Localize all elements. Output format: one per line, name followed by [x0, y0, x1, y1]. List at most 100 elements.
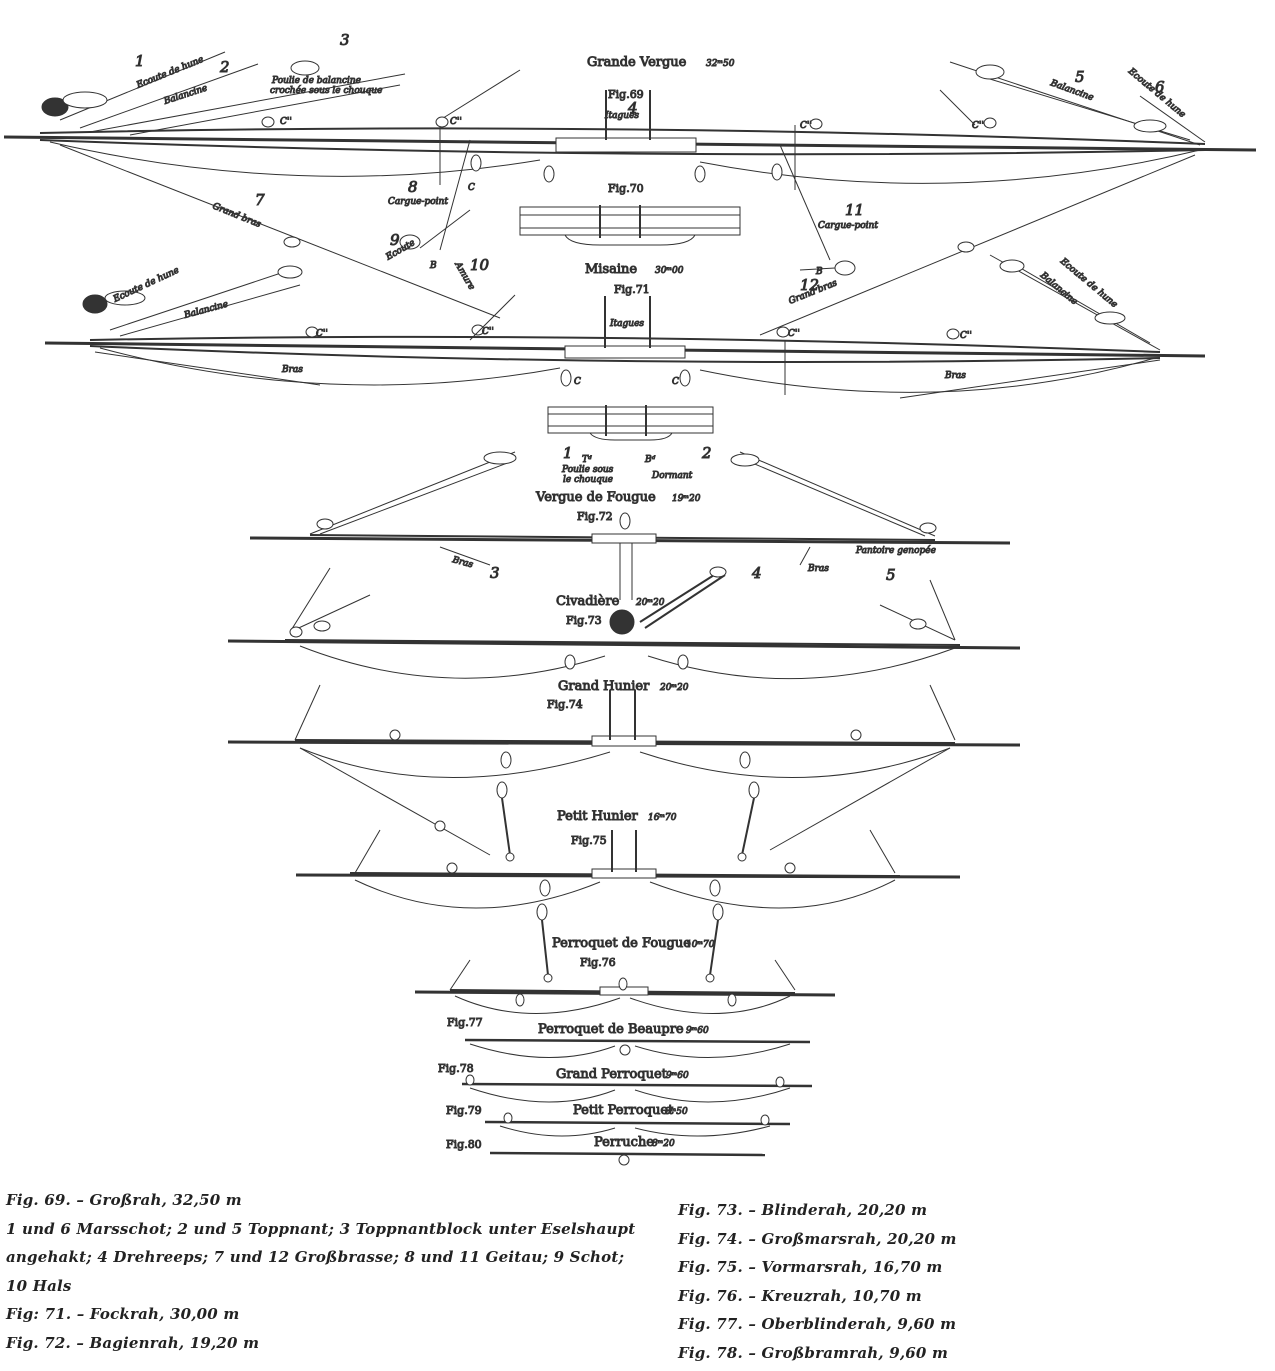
block-label-c: C'' [482, 327, 494, 337]
detail-fig-70 [519, 205, 741, 246]
caption-line: Fig. 75. – Vormarsrah, 16,70 m [678, 1258, 943, 1276]
callout-7: 7 [255, 191, 265, 209]
yard-title-perroquet-de-fougue: Perroquet de Fougue [552, 936, 691, 951]
caption-line: Fig. 69. – Großrah, 32,50 m [6, 1191, 242, 1209]
fig-label: Fig.72 [577, 510, 613, 523]
label-le-chouque: le chouque [563, 475, 613, 485]
caption-line: 10 Hals [6, 1276, 72, 1295]
yard-title-grande-vergue: Grande Vergue [587, 55, 687, 70]
callout-4: 4 [751, 564, 762, 582]
yard-grand-perroquet [461, 1074, 813, 1103]
caption-line: Fig. 77. – Oberblinderah, 9,60 m [678, 1315, 957, 1333]
caption-line: Fig. 72. – Bagienrah, 19,20 m [6, 1333, 260, 1352]
fig-label: Fig.77 [447, 1016, 483, 1029]
yard-title-misaine: Misaine [585, 262, 637, 277]
yard-length: 10ᵐ70 [686, 940, 715, 950]
fig-label: Fig.79 [446, 1104, 482, 1117]
yard-grande-vergue [3, 51, 1257, 336]
yard-grand-hunier [227, 684, 1021, 862]
label-crochee: crochée sous le chouque [270, 85, 382, 96]
rope-label-cargue-point: Cargue-point [818, 221, 878, 231]
block-label-c: C'' [280, 117, 292, 127]
yard-length: 32ᵐ50 [706, 59, 735, 69]
callout-10: 10 [470, 256, 490, 274]
callout-11: 11 [845, 201, 864, 219]
label-dormant: Dormant [651, 471, 693, 481]
fig-label: Fig.75 [571, 834, 607, 847]
yard-length: 9ᵐ60 [686, 1026, 709, 1036]
fig-label: Fig.70 [608, 182, 644, 195]
rope-label-balancine: Balancine [182, 300, 229, 322]
block-label-c: C [672, 377, 679, 387]
rope-label-ecoute: Ecoute de hune [134, 55, 205, 91]
yard-length: 8ᵐ20 [652, 1139, 675, 1149]
callout-5: 5 [886, 566, 896, 584]
yard-perruche [489, 1151, 766, 1166]
detail-misaine-sling [547, 405, 714, 441]
caption-line: Fig: 71. – Fockrah, 30,00 m [6, 1305, 240, 1323]
fig-label: Fig.73 [566, 614, 602, 627]
block-label-c: C'' [450, 117, 462, 127]
rope-label-itagues: Itagues [604, 111, 639, 121]
fig-label: Fig.76 [580, 956, 616, 969]
yard-title-grand-perroquet: Grand Perroquet [556, 1067, 668, 1082]
rope-label-ecoute: Ecoute de hune [111, 266, 181, 306]
caption-line: 1 und 6 Marsschot; 2 und 5 Toppnant; 3 T… [6, 1219, 636, 1238]
block-label-c: C'' [788, 329, 800, 339]
rope-label-cargue-point: Cargue-point [388, 197, 448, 207]
block-label-c: C'' [972, 121, 984, 131]
yard-perroquet-de-fougue [414, 959, 836, 1014]
rope-label-balancine: Balancine [162, 83, 209, 107]
fig-label: Fig.74 [547, 698, 583, 711]
caption-line: Fig. 78. – Großbramrah, 9,60 m [678, 1343, 949, 1362]
block-label-b: Bᵈ [644, 455, 656, 465]
callout-5: 5 [1075, 68, 1085, 86]
callout-2: 2 [219, 58, 230, 76]
yard-title-perroquet-de-beaupre: Perroquet de Beaupre [538, 1022, 684, 1037]
yard-title-grand-hunier: Grand Hunier [558, 679, 650, 694]
fig-label: Fig.78 [438, 1062, 474, 1075]
callout-6: 6 [1155, 78, 1165, 96]
yard-length: 19ᵐ20 [672, 494, 701, 504]
block-label-c: C'' [800, 121, 812, 131]
yard-vergue-de-fougue [249, 451, 1011, 600]
callout-1: 1 [563, 444, 573, 462]
caption-line: angehakt; 4 Drehreeps; 7 und 12 Großbras… [6, 1248, 625, 1266]
block-label-c: C [574, 377, 581, 387]
caption-line: Fig. 74. – Großmarsrah, 20,20 m [678, 1229, 957, 1248]
caption-line: Fig. 73. – Blinderah, 20,20 m [678, 1201, 928, 1219]
yard-title-vergue-de-fougue: Vergue de Fougue [535, 490, 656, 505]
yard-perroquet-de-beaupre [464, 1038, 811, 1059]
yard-petit-perroquet [484, 1112, 791, 1137]
yard-title-civadiere: Civadière [556, 594, 620, 609]
yard-title-petit-hunier: Petit Hunier [557, 809, 639, 824]
yards-diagram: Grande Vergue 32ᵐ50 Fig.69 Itagues Ecout… [3, 31, 1257, 1166]
rope-label-bras: Bras [944, 371, 966, 381]
callout-12: 12 [800, 276, 819, 294]
callout-1: 1 [135, 52, 145, 70]
callout-2: 2 [701, 444, 712, 462]
callout-8: 8 [408, 178, 418, 196]
callout-3: 3 [490, 564, 500, 582]
fig-label: Fig.80 [446, 1138, 482, 1151]
label-poulie-sous: Poulie sous [561, 465, 614, 475]
callout-3: 3 [340, 31, 350, 49]
yard-civadiere [227, 566, 1021, 680]
yard-length: 20ᵐ20 [635, 598, 665, 608]
yard-length: 30ᵐ00 [655, 266, 684, 276]
block-label-b: B [429, 261, 437, 271]
yard-title-perruche: Perruche [594, 1135, 654, 1150]
label-pantoire: Pantoire genopée [855, 545, 936, 556]
block-label-c: C'' [960, 331, 972, 341]
rope-label-balancine: Balancine [1048, 78, 1095, 103]
fig-label: Fig.69 [608, 88, 644, 101]
rope-label-bras: Bras [450, 555, 474, 570]
caption-line: Fig. 76. – Kreuzrah, 10,70 m [678, 1286, 922, 1305]
callout-9: 9 [390, 231, 400, 249]
yard-misaine [44, 254, 1206, 399]
block-label-c: C'' [316, 329, 328, 339]
yard-title-petit-perroquet: Petit Perroquet [573, 1103, 674, 1118]
caption-right: Fig. 73. – Blinderah, 20,20 m Fig. 74. –… [678, 1196, 1268, 1367]
rope-label-itagues: Itagues [609, 319, 644, 329]
block-label-b: B [815, 267, 823, 277]
